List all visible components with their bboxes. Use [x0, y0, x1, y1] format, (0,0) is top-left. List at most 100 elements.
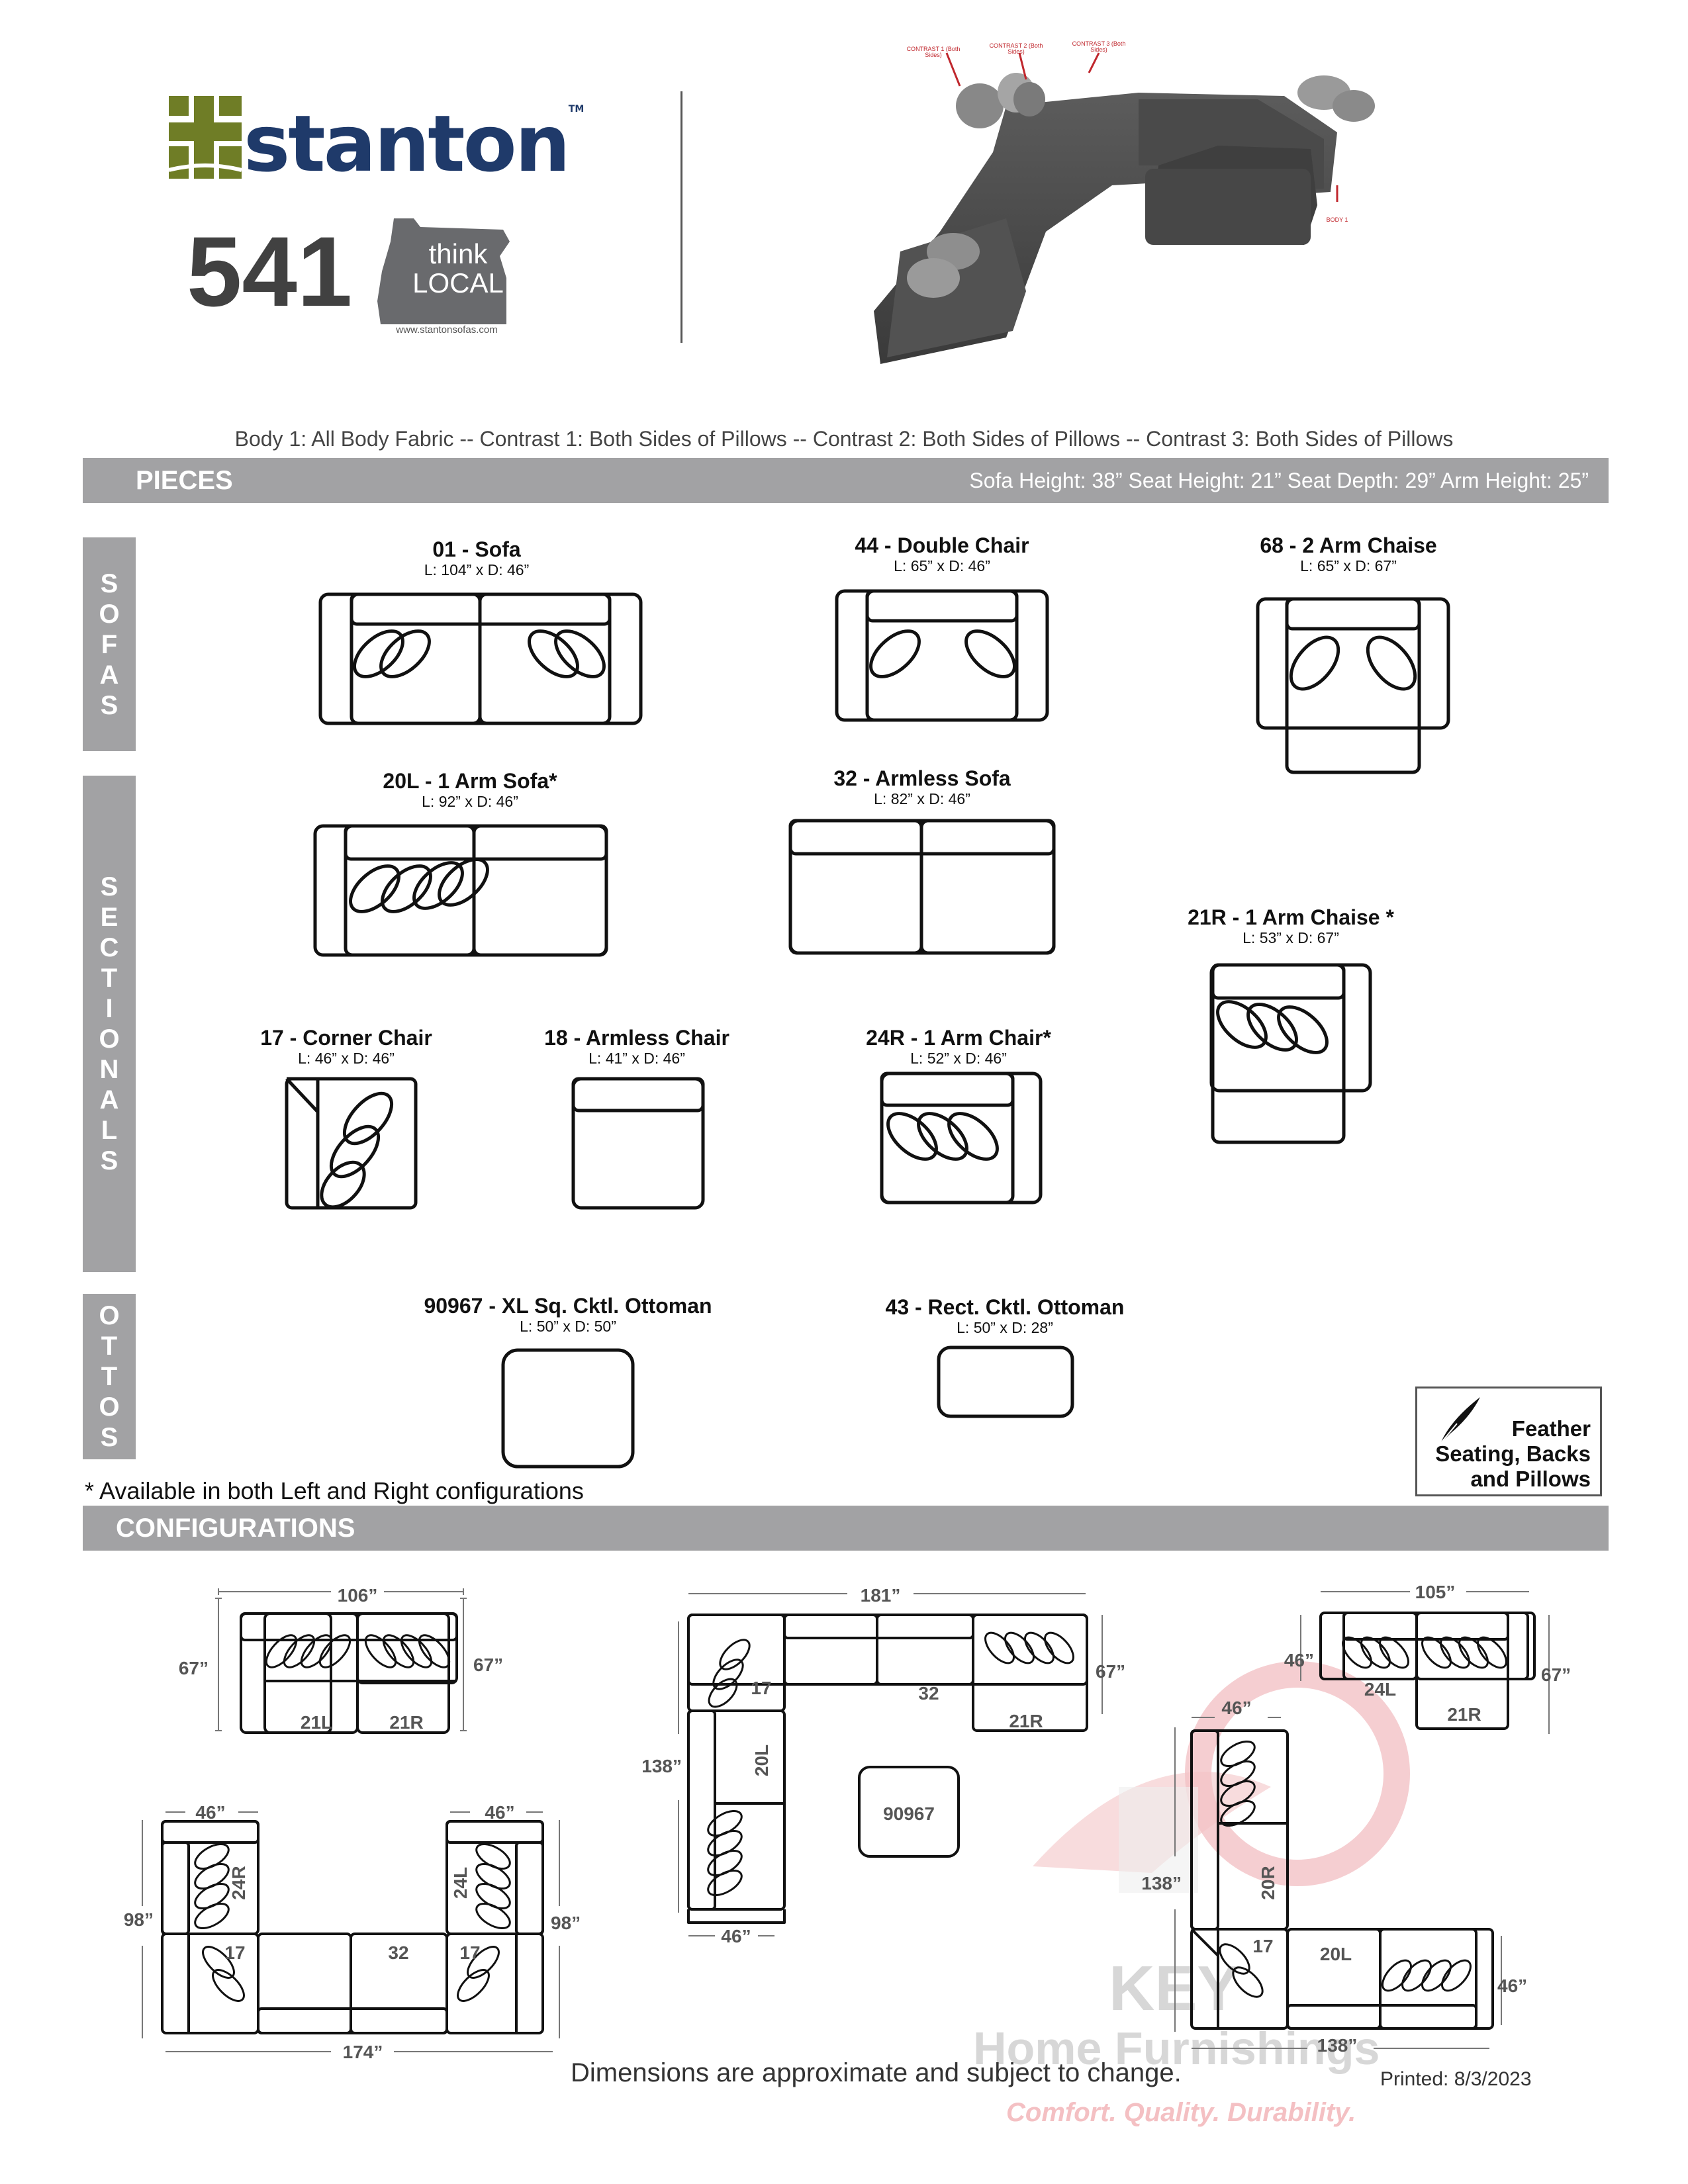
brand-name: stantonTM	[244, 98, 585, 189]
c4-right-height: 98”	[551, 1913, 581, 1933]
configurations-bar: CONFIGURATIONS	[83, 1506, 1609, 1551]
c1-right-piece: 21R	[389, 1712, 423, 1733]
side-letter: A	[99, 1085, 119, 1115]
piece-xl-ottoman: 90967 - XL Sq. Cktl. Ottoman L: 50” x D:…	[424, 1294, 712, 1335]
c1-left-depth: 67”	[179, 1658, 209, 1678]
c4-right-top: 46”	[485, 1802, 514, 1823]
c2-middle: 32	[918, 1683, 939, 1704]
piece-one-arm-chaise: 21R - 1 Arm Chaise * L: 53” x D: 67”	[1188, 905, 1394, 946]
watermark-home: Home Furnishings	[973, 2023, 1380, 2074]
piece-drawings	[285, 589, 1450, 1469]
c4-middle: 32	[388, 1942, 408, 1963]
config4-drawing	[161, 1820, 544, 2034]
piece-title: 20L - 1 Arm Sofa*	[383, 769, 557, 793]
side-letter: S	[100, 872, 118, 901]
piece-armless-sofa: 32 - Armless Sofa L: 82” x D: 46”	[833, 766, 1010, 807]
product-photo: CONTRAST 1 (Both Sides) CONTRAST 2 (Both…	[861, 33, 1456, 397]
c5-height: 138”	[1141, 1873, 1182, 1893]
piece-title: 17 - Corner Chair	[260, 1026, 432, 1050]
contrast2-note: CONTRAST 2 (Both Sides)	[989, 42, 1043, 55]
piece-title: 43 - Rect. Cktl. Ottoman	[885, 1295, 1125, 1319]
rect-ottoman-drawing	[937, 1345, 1074, 1418]
c4-right-chair: 24L	[450, 1867, 471, 1899]
piece-dims: L: 50” x D: 50”	[520, 1318, 616, 1335]
c4-width: 174”	[343, 2042, 383, 2062]
piece-dims: L: 46” x D: 46”	[298, 1050, 395, 1067]
website-url: www.stantonsofas.com	[396, 324, 498, 336]
feather-line2: Seating, Backs	[1435, 1441, 1591, 1466]
config1-drawing	[240, 1612, 458, 1734]
piece-dims: L: 82” x D: 46”	[874, 790, 970, 807]
disclaimer: Dimensions are approximate and subject t…	[571, 2058, 1182, 2087]
c2-ottoman: 90967	[883, 1803, 935, 1824]
piece-dims: L: 104” x D: 46”	[424, 561, 530, 578]
side-letter: T	[101, 1362, 118, 1391]
sectional-illustration	[874, 52, 1375, 364]
side-letter: A	[99, 660, 119, 690]
feather-icon	[1440, 1397, 1480, 1444]
two-arm-chaise-drawing	[1256, 597, 1450, 774]
armless-chair-drawing	[571, 1077, 705, 1210]
c5-width: 138”	[1317, 2035, 1358, 2056]
one-arm-chair-drawing	[880, 1071, 1043, 1205]
contrast1-note: CONTRAST 1 (Both Sides)	[906, 46, 961, 58]
c2-bottom: 46”	[721, 1926, 751, 1946]
c2-height: 138”	[641, 1756, 682, 1776]
availability-note: * Available in both Left and Right confi…	[85, 1477, 584, 1504]
side-letter: O	[99, 599, 120, 629]
c4-right-corner: 17	[459, 1942, 480, 1963]
piece-dims: L: 52” x D: 46”	[910, 1050, 1007, 1067]
c3-left-depth: 46”	[1284, 1650, 1314, 1670]
contrast3-note: CONTRAST 3 (Both Sides)	[1072, 40, 1126, 53]
pieces-specs: Sofa Height: 38” Seat Height: 21” Seat D…	[969, 469, 1589, 492]
sofa-drawing	[318, 592, 643, 725]
model-number: 541	[187, 216, 353, 327]
c3-right-piece: 21R	[1447, 1704, 1481, 1725]
side-letter: F	[101, 629, 118, 659]
side-letter: S	[100, 1423, 118, 1452]
armless-sofa-drawing	[788, 819, 1056, 955]
corner-chair-drawing	[285, 1077, 418, 1210]
side-letter: I	[105, 994, 113, 1023]
piece-armless-chair: 18 - Armless Chair L: 41” x D: 46”	[544, 1026, 729, 1067]
piece-two-arm-chaise: 68 - 2 Arm Chaise L: 65” x D: 67”	[1260, 533, 1436, 574]
side-letter: N	[99, 1055, 119, 1084]
c2-width: 181”	[861, 1585, 901, 1606]
piece-sofa: 01 - Sofa L: 104” x D: 46”	[424, 537, 530, 578]
c2-right-piece: 21R	[1009, 1711, 1043, 1731]
configurations-title: CONFIGURATIONS	[116, 1514, 355, 1543]
c4-left-top: 46”	[195, 1802, 225, 1823]
body1-note: BODY 1	[1326, 216, 1348, 223]
double-chair-drawing	[835, 589, 1049, 722]
piece-one-arm-sofa: 20L - 1 Arm Sofa* L: 92” x D: 46”	[383, 769, 557, 810]
xl-ottoman-drawing	[501, 1348, 635, 1469]
piece-title: 32 - Armless Sofa	[833, 766, 1011, 790]
feather-badge: Feather Seating, Backs and Pillows	[1415, 1387, 1602, 1496]
pieces-title: PIECES	[136, 466, 233, 495]
piece-dims: L: 53” x D: 67”	[1243, 929, 1339, 946]
c4-left-corner: 17	[224, 1942, 245, 1963]
stanton-logo-mark	[169, 96, 242, 179]
c2-right-depth: 67”	[1096, 1661, 1125, 1682]
side-letter: T	[101, 964, 118, 993]
c1-left-piece: 21L	[301, 1712, 332, 1733]
c5-top: 46”	[1221, 1698, 1251, 1718]
pieces-bar: PIECES Sofa Height: 38” Seat Height: 21”…	[83, 458, 1609, 503]
side-letter: O	[99, 1024, 120, 1054]
c1-width: 106”	[338, 1585, 378, 1606]
side-letter: S	[100, 1146, 118, 1175]
c5-side-piece: 20R	[1258, 1866, 1278, 1899]
key-watermark-logo	[1033, 1661, 1410, 1893]
c5-bottom-piece: 20L	[1320, 1944, 1352, 1964]
piece-dims: L: 65” x D: 46”	[894, 557, 990, 574]
c4-left-chair: 24R	[228, 1866, 249, 1899]
c3-left-piece: 24L	[1364, 1679, 1396, 1700]
one-arm-chaise-drawing	[1209, 963, 1372, 1144]
